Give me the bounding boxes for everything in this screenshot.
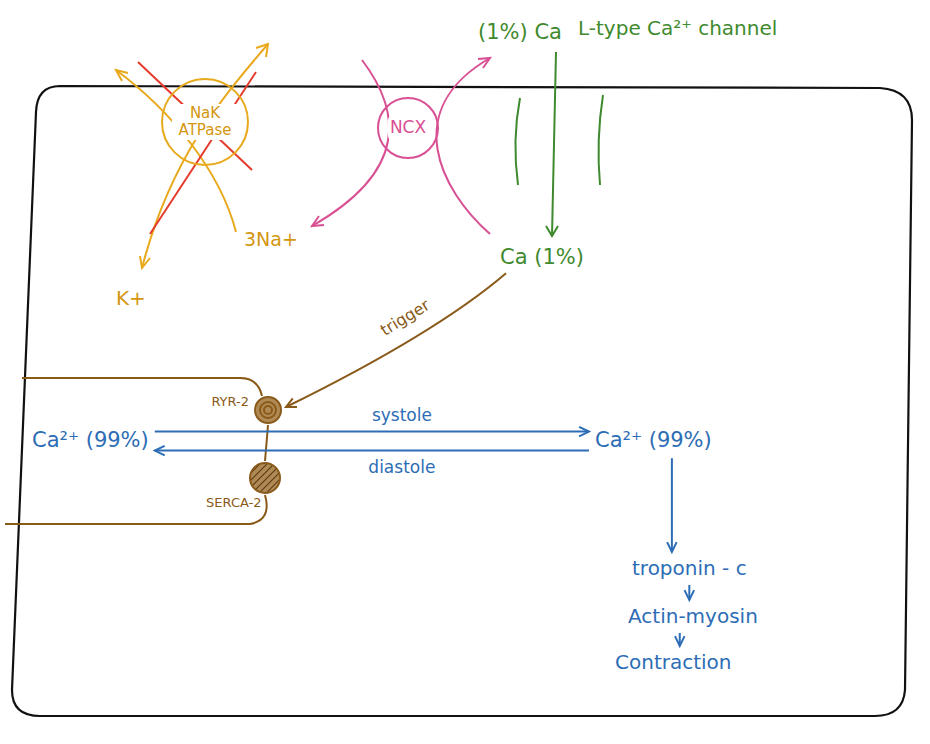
arrowhead	[478, 58, 490, 68]
pump-flux-line	[116, 70, 236, 232]
node-text: NCX	[388, 117, 428, 139]
arrowhead	[155, 446, 165, 456]
arrowhead	[675, 636, 685, 646]
exchanger-circle: NCX	[377, 97, 439, 159]
node-text: Ca (1%)	[500, 245, 584, 270]
arrowhead	[579, 427, 589, 437]
receptor-symbol	[253, 395, 283, 425]
node-text: Contraction	[615, 650, 732, 674]
exchanger-flux-line	[436, 58, 490, 234]
sarcoplasmic-reticulum	[265, 425, 268, 461]
channel-wall	[515, 98, 520, 185]
arrowhead	[667, 542, 677, 552]
pump-flux-line	[142, 44, 268, 268]
edge-label: diastole	[366, 457, 437, 477]
exchanger-flux-line	[312, 60, 389, 226]
edge-label: systole	[370, 405, 434, 425]
calcium-influx-line	[552, 52, 556, 236]
calcium-cytosol-label: Ca²⁺ (99%)	[595, 428, 712, 453]
pump-circle: NaK ATPase	[161, 78, 249, 166]
connector-line	[671, 458, 673, 552]
cross-out-mark	[138, 62, 252, 170]
connector-arrow	[667, 458, 677, 552]
arrowhead	[140, 256, 150, 268]
ion-label: 3Na+	[244, 228, 298, 251]
connector-arrow	[685, 585, 695, 600]
edge-label: trigger	[375, 295, 435, 342]
process-step: Contraction	[615, 650, 732, 674]
calcium-label: Ca (1%)	[500, 245, 584, 270]
node-text: Actin-myosin	[628, 604, 758, 628]
receptor-ring	[264, 406, 272, 414]
receptor-ring	[260, 402, 276, 418]
node-text: troponin - c	[632, 556, 747, 580]
node-text: RYR-2	[211, 394, 249, 410]
sarcoplasmic-reticulum	[5, 495, 267, 524]
cell-membrane	[12, 86, 912, 716]
connector-line	[155, 431, 589, 433]
arrowhead	[546, 226, 558, 236]
arrowhead	[256, 44, 268, 57]
arrowhead	[685, 590, 695, 600]
ion-label: (1%) Ca	[478, 20, 562, 45]
serca-pump: SERCA-2	[248, 461, 282, 495]
node-text: Ca²⁺ (99%)	[32, 428, 149, 453]
process-step: Actin-myosin	[628, 604, 758, 628]
node-text: SERCA-2	[206, 495, 262, 511]
sarcoplasmic-reticulum	[22, 378, 262, 396]
connector-arrow	[155, 427, 589, 437]
pump-body	[250, 463, 280, 493]
channel-label: L-type Ca²⁺ channel	[578, 16, 777, 40]
connector-arrow	[155, 446, 589, 456]
node-text: Ca²⁺ (99%)	[595, 428, 712, 453]
receptor-ring	[255, 397, 281, 423]
node-text: NaK ATPase	[172, 104, 238, 141]
arrowhead	[312, 216, 324, 226]
connector-line	[155, 450, 589, 452]
arrowhead	[116, 70, 128, 81]
connector-line	[286, 273, 506, 407]
channel-wall	[599, 95, 603, 185]
ion-label: K+	[116, 286, 146, 310]
process-step: troponin - c	[632, 556, 747, 580]
cross-out-mark	[150, 72, 256, 234]
ryanodine-receptor: RYR-2	[253, 395, 283, 425]
calcium-store-label: Ca²⁺ (99%)	[32, 428, 149, 453]
connector-arrow	[286, 273, 506, 407]
connector-arrow	[675, 633, 685, 646]
pump-symbol	[248, 461, 282, 495]
arrowhead	[286, 398, 297, 407]
